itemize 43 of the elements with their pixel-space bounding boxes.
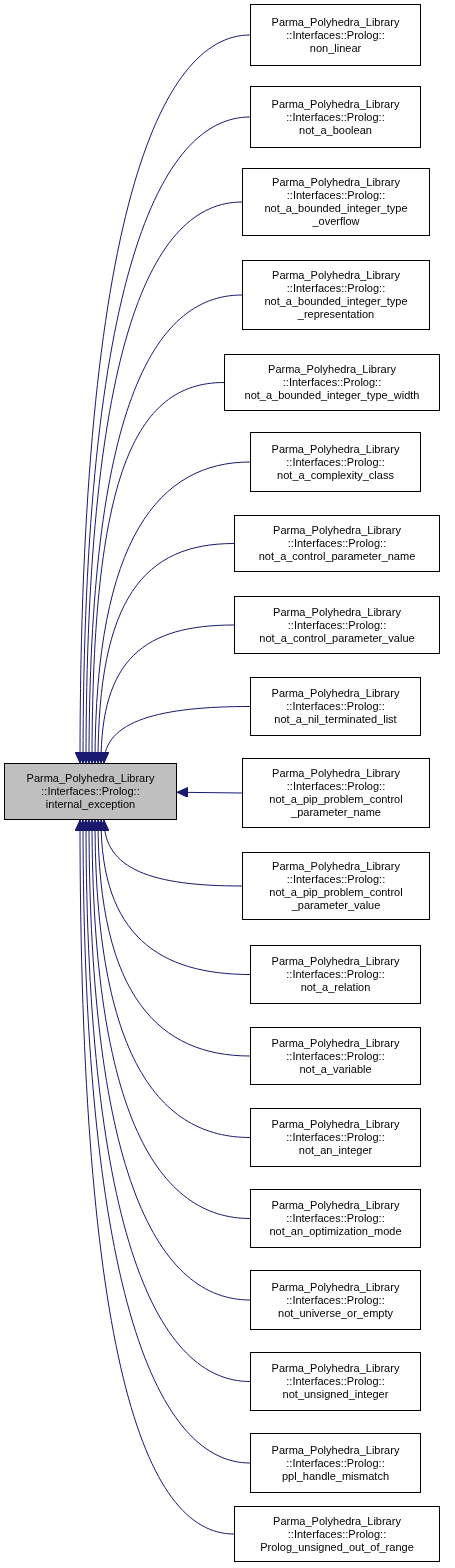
class-box [234, 1506, 440, 1562]
class-box [250, 432, 421, 492]
class-name: Parma_Polyhedra_Library ::Interfaces::Prolog:: not_a_bounded_integer_type_width [243, 363, 421, 402]
class-name: Parma_Polyhedra_Library ::Interfaces::Prolog:: not_a_nil_terminated_list [270, 687, 401, 726]
class-box [4, 763, 177, 820]
class-name: Parma_Polyhedra_Library ::Interfaces::Prolog:: not_a_control_parameter_name [257, 524, 417, 563]
arrow [176, 786, 243, 798]
class-name: Parma_Polyhedra_Library ::Interfaces::Prolog:: not_a_pip_problem_control _parameter_name [268, 767, 404, 819]
class-name: Parma_Polyhedra_Library ::Interfaces::Prolog:: not_an_integer [270, 1118, 401, 1157]
class-box [224, 354, 440, 411]
class-box [234, 515, 440, 572]
class-box [242, 168, 430, 236]
class-name: Parma_Polyhedra_Library ::Interfaces::Prolog:: not_a_control_parameter_value [258, 605, 416, 645]
class-name: Parma_Polyhedra_Library ::Interfaces::Prolog:: non_linear [270, 15, 401, 55]
class-name: Parma_Polyhedra_Library ::Interfaces::Prolog:: not_a_variable [270, 1036, 401, 1076]
class-box [234, 596, 440, 654]
class-box [250, 1433, 421, 1493]
class-name: Parma_Polyhedra_Library ::Interfaces::Prolog:: not_a_pip_problem_control _parameter_value [268, 860, 404, 912]
class-name: Parma_Polyhedra_Library ::Interfaces::Prolog:: not_universe_or_empty [270, 1280, 401, 1320]
class-box [250, 677, 421, 736]
class-box [250, 1189, 421, 1248]
class-box [250, 945, 421, 1004]
class-name: Parma_Polyhedra_Library ::Interfaces::Prolog:: ppl_handle_mismatch [270, 1443, 401, 1483]
class-box [250, 1352, 421, 1411]
arrow [99, 706, 251, 764]
class-box [242, 852, 430, 920]
class-name: Parma_Polyhedra_Library ::Interfaces::Prolog:: not_an_optimization_mode [268, 1199, 403, 1238]
class-name: Parma_Polyhedra_Library ::Interfaces::Prolog:: not_unsigned_integer [270, 1362, 401, 1401]
class-name: Parma_Polyhedra_Library ::Interfaces::Prolog:: not_a_bounded_integer_type _representation [263, 269, 409, 321]
arrow [74, 819, 235, 1535]
class-box [250, 1027, 421, 1085]
class-box [242, 260, 430, 330]
class-box [250, 1108, 421, 1167]
class-name: Parma_Polyhedra_Library ::Interfaces::Prolog:: not_a_relation [270, 955, 401, 994]
class-name: Parma_Polyhedra_Library ::Interfaces::Prolog:: internal_exception [25, 772, 156, 811]
class-box [242, 758, 430, 828]
class-name: Parma_Polyhedra_Library ::Interfaces::Prolog:: not_a_boolean [270, 97, 401, 137]
class-name: Parma_Polyhedra_Library ::Interfaces::Prolog:: not_a_complexity_class [270, 442, 401, 482]
class-name: Parma_Polyhedra_Library ::Interfaces::Prolog:: Prolog_unsigned_out_of_range [259, 1514, 415, 1554]
class-box [250, 86, 421, 148]
class-box [250, 4, 421, 66]
class-name: Parma_Polyhedra_Library ::Interfaces::Prolog:: not_a_bounded_integer_type _overflow [263, 176, 409, 228]
class-box [250, 1270, 421, 1330]
